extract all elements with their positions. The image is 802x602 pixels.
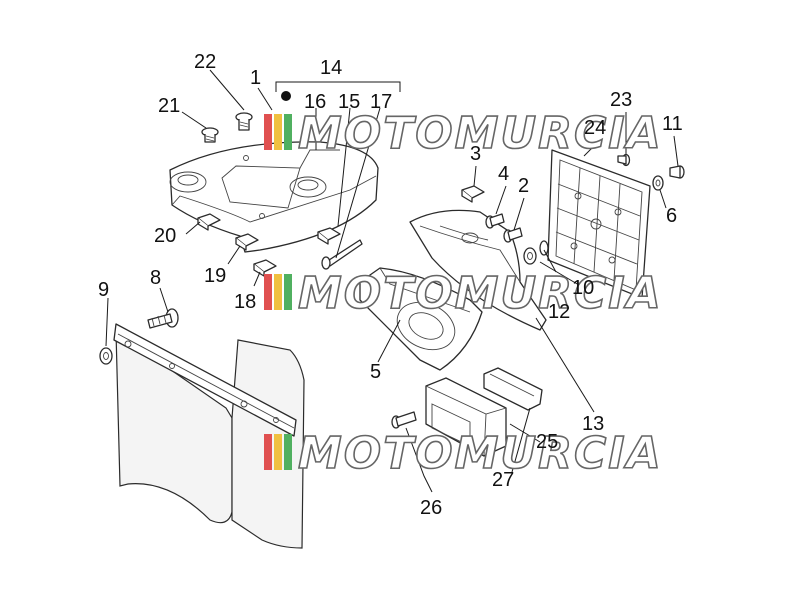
callout-14: 14 — [320, 57, 342, 79]
leader-lines — [105, 69, 679, 493]
callout-8: 8 — [150, 267, 161, 289]
callout-26: 26 — [420, 497, 442, 519]
callout-20: 20 — [154, 225, 176, 247]
callout-2: 2 — [518, 175, 529, 197]
callout-11: 11 — [662, 113, 683, 135]
callout-16: 16 — [304, 91, 326, 113]
screw-11 — [669, 165, 685, 179]
nut-9 — [99, 347, 113, 365]
screw-26 — [391, 411, 417, 429]
watermark-2: MOTOMURCIA — [264, 267, 663, 320]
clip-nut-19 — [235, 233, 259, 251]
screw-2 — [503, 227, 523, 243]
callout-21: 21 — [158, 95, 180, 117]
screw-21 — [201, 127, 219, 143]
callout-15: 15 — [338, 91, 360, 113]
screw-23 — [617, 153, 631, 167]
light-box-25 — [425, 377, 507, 457]
mudguard-part — [409, 209, 547, 331]
nut-12 — [523, 247, 537, 265]
watermark-text: MOTOMURCIA — [298, 268, 663, 319]
callout-1: 1 — [250, 67, 261, 89]
callout-22: 22 — [194, 51, 216, 73]
inner-cover-part — [359, 267, 483, 371]
rivet-17 — [321, 239, 363, 270]
clip-nut-20 — [197, 213, 221, 231]
callout-27: 27 — [492, 469, 514, 491]
screw-22 — [235, 112, 253, 131]
callout-19: 19 — [204, 265, 226, 287]
watermark-text: MOTOMURCIA — [298, 108, 663, 159]
watermark-1: MOTOMURCIA — [264, 107, 663, 160]
callout-10: 10 — [572, 277, 594, 299]
clip-nut-18 — [253, 259, 277, 277]
reflector-27 — [483, 367, 543, 411]
watermark-text: MOTOMURCIA — [298, 428, 663, 479]
callout-3: 3 — [470, 143, 481, 165]
callout-13: 13 — [582, 413, 604, 435]
watermark-3: MOTOMURCIA — [264, 427, 663, 480]
plate-holder-part — [547, 149, 651, 299]
group-bracket-14 — [275, 81, 401, 101]
callout-9: 9 — [98, 279, 109, 301]
callout-4: 4 — [498, 163, 509, 185]
clip-nut-15 — [317, 227, 341, 245]
callout-23: 23 — [610, 89, 632, 111]
callout-12: 12 — [548, 301, 570, 323]
washer-6 — [652, 175, 664, 191]
mud-flap-part — [113, 323, 305, 549]
clip-nut-3 — [461, 185, 485, 203]
callout-18: 18 — [234, 291, 256, 313]
callouts: 1 2 3 4 5 6 8 9 10 11 12 13 14 15 16 17 … — [98, 51, 683, 519]
group-marker-dot — [281, 91, 291, 101]
callout-24: 24 — [584, 117, 606, 139]
callout-25: 25 — [536, 431, 558, 453]
screw-4 — [485, 213, 505, 229]
washer-10 — [539, 240, 549, 256]
callout-5: 5 — [370, 361, 381, 383]
bolt-8 — [147, 308, 179, 329]
callout-6: 6 — [666, 205, 677, 227]
callout-17: 17 — [370, 91, 392, 113]
